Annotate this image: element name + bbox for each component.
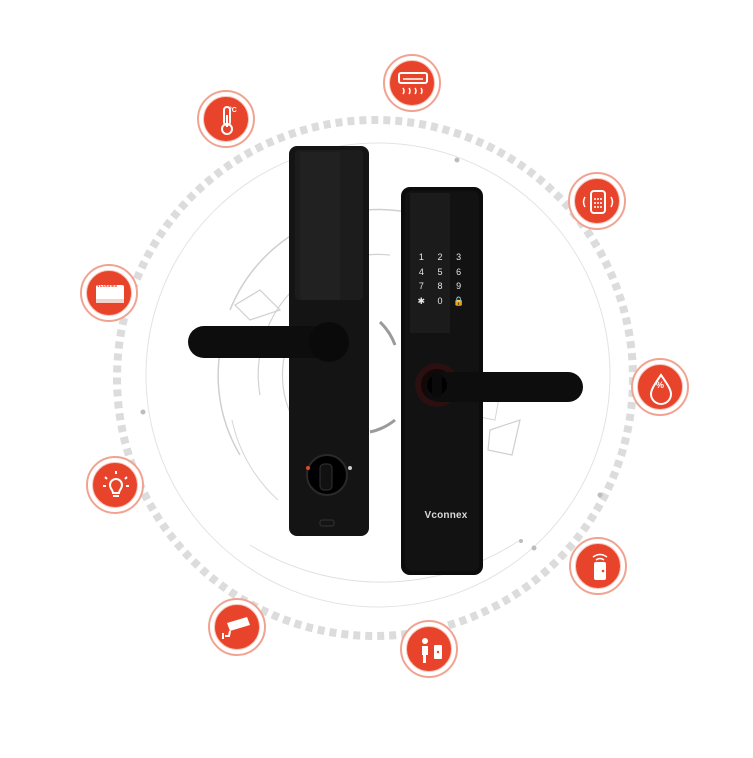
dot (597, 492, 603, 498)
temperature-unit: °C (229, 107, 237, 114)
smart-hub-icon (96, 285, 124, 303)
air-purifier-icon (582, 190, 614, 214)
door-lock-front-panel (401, 187, 583, 575)
door-sensor-badge (400, 620, 458, 678)
arc-3 (231, 419, 279, 501)
light-badge (86, 456, 144, 514)
security-camera-icon (222, 617, 250, 639)
thermometer-icon (221, 106, 233, 135)
keypad-key: 4 (418, 266, 424, 277)
lock-brand-logo: Vconnex (424, 510, 468, 521)
lower-arc (249, 539, 521, 583)
air-purifier-badge (568, 172, 626, 230)
keypad-key: 8 (437, 281, 443, 292)
wedge-right (487, 419, 521, 456)
air-conditioner-badge (383, 54, 441, 112)
light-bulb-icon (103, 471, 129, 497)
keypad-key: 9 (456, 281, 462, 292)
keypad-key: 0 (437, 295, 443, 306)
arc-dark-1 (378, 320, 397, 346)
hub-brand-label: Vconnex (96, 283, 118, 289)
lock-keypad: 1 2 3 4 5 6 7 8 9 ✱ 0 🔒 (412, 250, 468, 308)
dot (140, 409, 146, 415)
humidity-drop-icon (649, 373, 673, 405)
keypad-key: 7 (418, 281, 424, 292)
keypad-key: 5 (437, 266, 443, 277)
keypad-key: 🔒 (453, 295, 465, 306)
door-lock-icon (592, 553, 608, 580)
thermostat-badge (197, 90, 255, 148)
keypad-key: 3 (456, 252, 462, 263)
dot (519, 539, 523, 543)
dot (531, 545, 537, 551)
security-camera-badge (208, 598, 266, 656)
arc-dark-2 (369, 418, 396, 434)
smart-hub-badge (80, 264, 138, 322)
humidity-label: % (655, 380, 664, 390)
door-lock-back-panel (188, 146, 369, 536)
dot (454, 157, 460, 163)
wedge-left (234, 289, 282, 321)
door-sensor-icon (422, 638, 442, 663)
keypad-key: 2 (437, 252, 443, 263)
keypad-key: ✱ (417, 295, 426, 306)
keypad-key: 6 (456, 266, 462, 277)
humidity-badge (631, 358, 689, 416)
keypad-key: 1 (418, 252, 424, 263)
door-lock-badge (569, 537, 627, 595)
air-conditioner-icon (398, 72, 428, 95)
inner-thin-ring (145, 142, 611, 608)
